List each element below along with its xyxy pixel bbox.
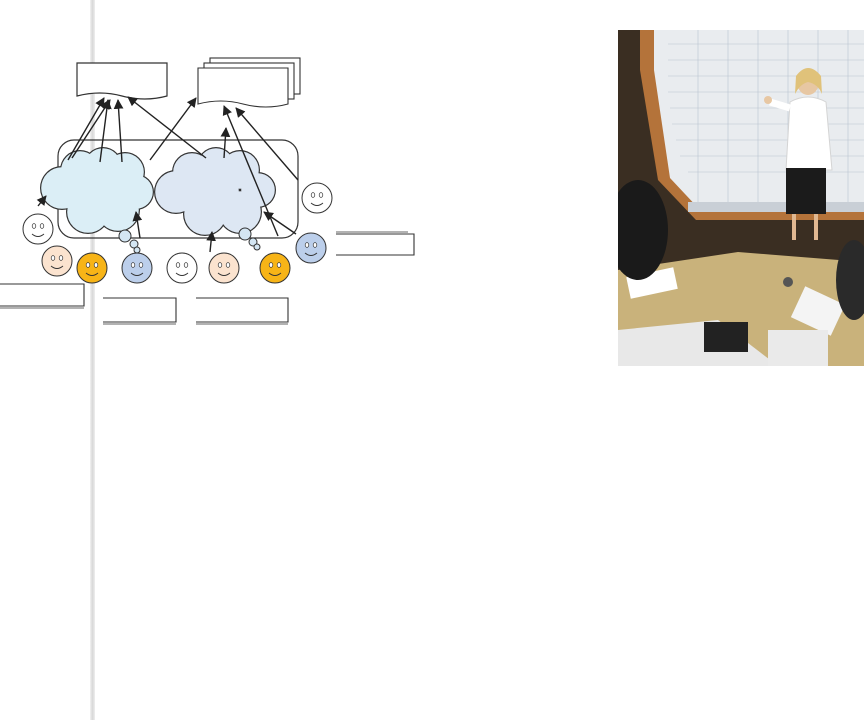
label-box-mid <box>103 297 177 323</box>
person-face-8 <box>295 232 327 264</box>
person-face-7 <box>259 252 291 284</box>
person-face-6 <box>208 252 240 284</box>
person-face-1 <box>22 213 54 245</box>
label-box-left <box>0 283 85 307</box>
documents-stack <box>197 57 301 108</box>
community-diagram <box>0 57 415 325</box>
thought-bubbles <box>118 227 261 254</box>
person-face-9 <box>301 182 333 214</box>
person-face-3 <box>76 252 108 284</box>
label-box-right <box>336 233 415 256</box>
arrows <box>36 96 299 253</box>
cloud-left <box>40 147 154 234</box>
person-face-2 <box>41 245 73 277</box>
cloud-right <box>154 147 276 236</box>
slide-divider <box>90 0 95 720</box>
meeting-photo <box>618 30 864 366</box>
person-face-5 <box>166 252 198 284</box>
label-box-center <box>196 297 289 323</box>
document-box <box>76 62 168 100</box>
label-boxes <box>0 231 415 325</box>
person-face-4 <box>121 252 153 284</box>
people <box>22 182 333 284</box>
